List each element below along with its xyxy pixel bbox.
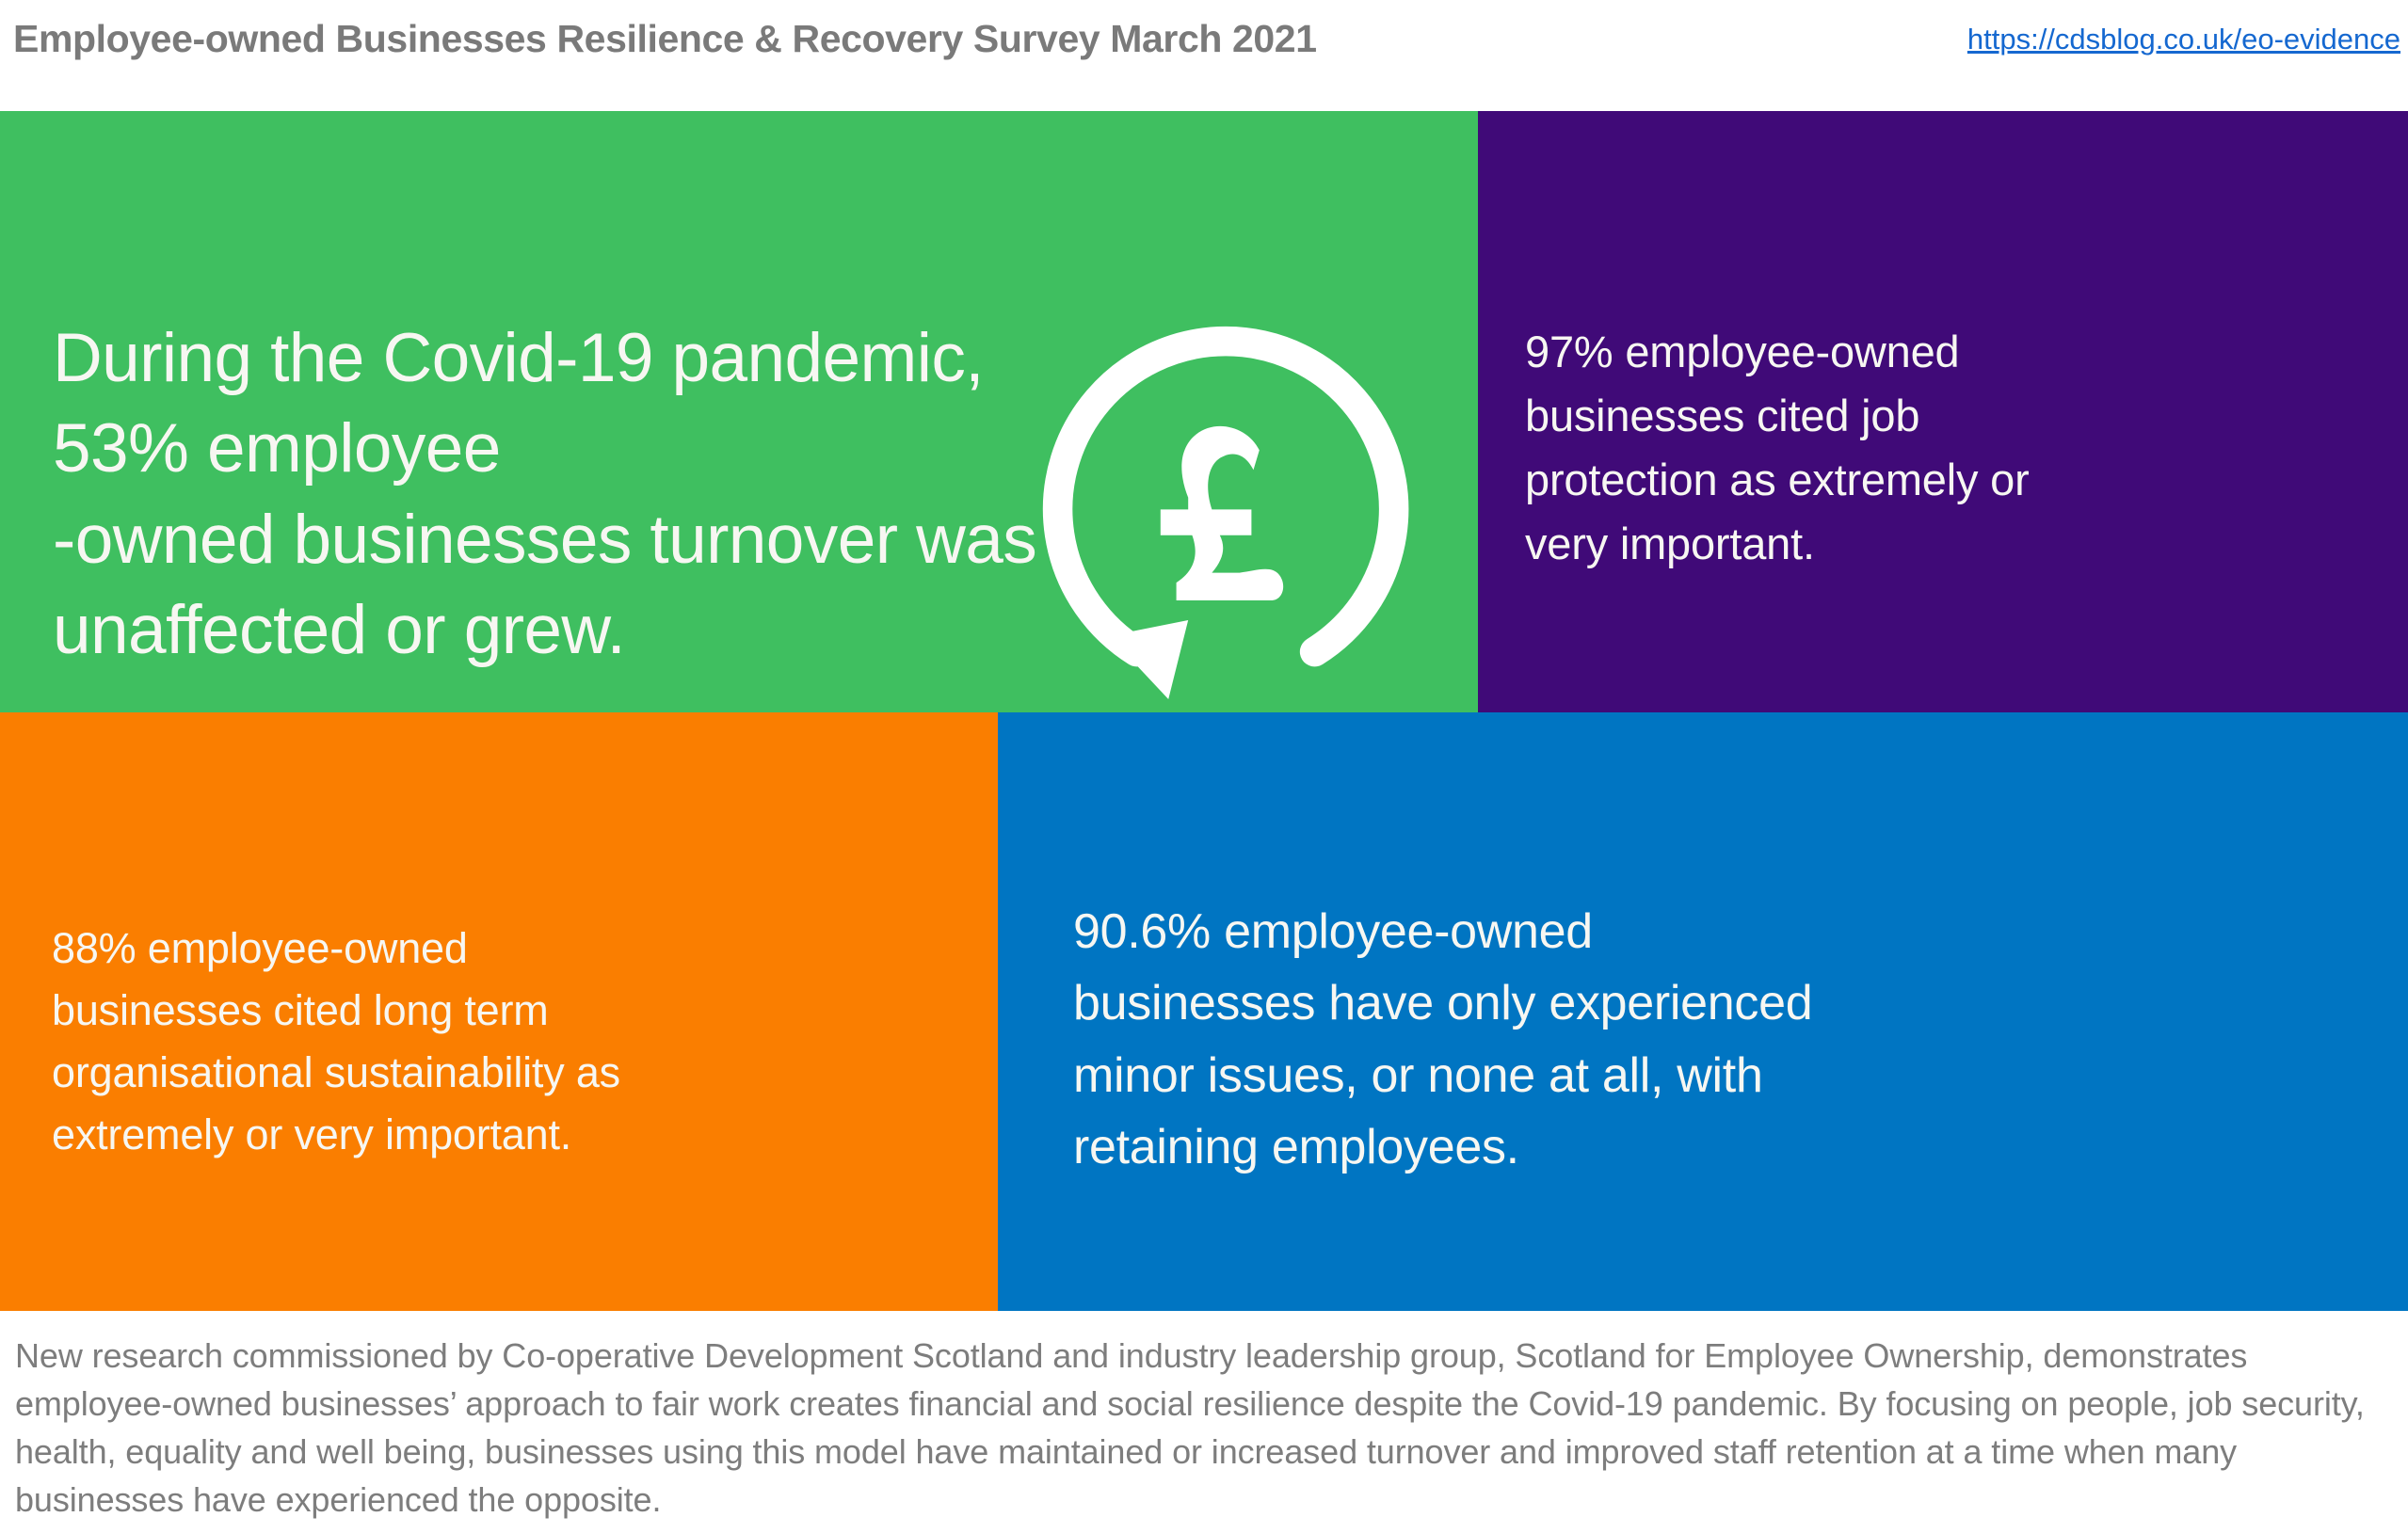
pound-circular-arrow-icon	[1026, 304, 1421, 699]
stat-panel-retention-text: 90.6% employee-owned businesses have onl…	[1073, 904, 1813, 1175]
stat-panel-turnover: During the Covid-19 pandemic, 53% employ…	[0, 111, 1478, 712]
page-footer: New research commissioned by Co-operativ…	[0, 1311, 2408, 1533]
page-title: Employee-owned Businesses Resilience & R…	[13, 17, 1317, 60]
footer-description: New research commissioned by Co-operativ…	[15, 1336, 2365, 1520]
page-header: Employee-owned Businesses Resilience & R…	[0, 0, 2408, 111]
stat-panel-job-protection: 97% employee-owned businesses cited job …	[1478, 111, 2408, 712]
stat-panel-sustainability: 88% employee-owned businesses cited long…	[0, 712, 998, 1311]
source-url-link[interactable]: https://cdsblog.co.uk/eo-evidence	[1967, 23, 2400, 56]
stat-panel-sustainability-text: 88% employee-owned businesses cited long…	[52, 924, 620, 1159]
stat-panel-retention: 90.6% employee-owned businesses have onl…	[998, 712, 2408, 1311]
stat-panel-turnover-text: During the Covid-19 pandemic, 53% employ…	[53, 320, 1037, 669]
stat-panel-job-protection-text: 97% employee-owned businesses cited job …	[1525, 327, 2030, 569]
stat-panels-grid: During the Covid-19 pandemic, 53% employ…	[0, 111, 2408, 1311]
